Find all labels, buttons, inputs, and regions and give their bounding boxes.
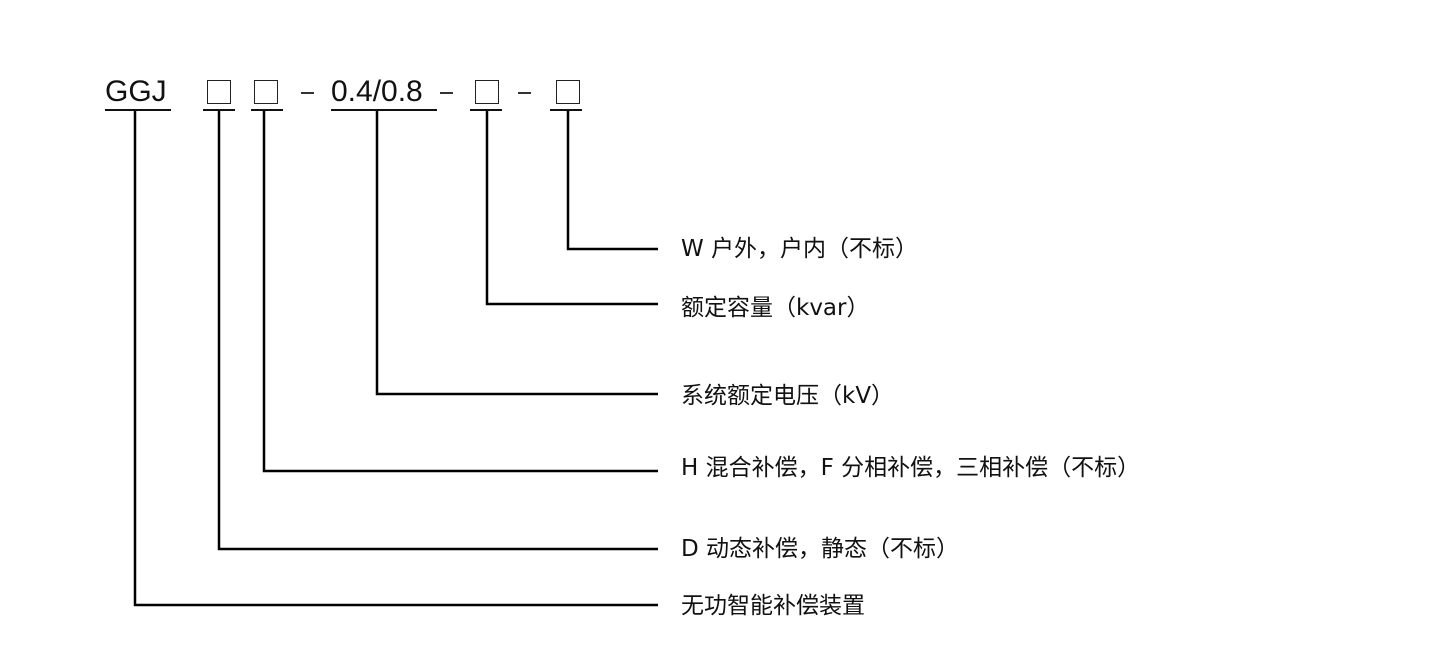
label-location: W 户外，户内（不标） [681, 236, 919, 262]
label-phase: H 混合补偿，F 分相补偿，三相补偿（不标） [681, 455, 1141, 481]
connector-capacity [485, 111, 658, 306]
model-voltage: 0.4/0.8 [331, 75, 423, 108]
mode-underline [203, 109, 235, 111]
location-placeholder-box [556, 80, 580, 104]
separator-dash [301, 92, 314, 94]
separator-dash [440, 92, 453, 94]
connector-prefix [133, 111, 658, 607]
label-prefix: 无功智能补偿装置 [681, 593, 865, 619]
separator-dash [518, 92, 531, 94]
label-voltage: 系统额定电压（kV） [681, 383, 895, 409]
mode-placeholder-box [207, 80, 231, 104]
connector-mode [217, 111, 658, 551]
location-underline [550, 109, 582, 111]
voltage-underline [331, 109, 437, 111]
label-mode: D 动态补偿，静态（不标） [681, 536, 960, 562]
connector-voltage [375, 111, 658, 396]
label-capacity: 额定容量（kvar） [681, 295, 870, 321]
capacity-placeholder-box [475, 80, 499, 104]
connector-phase [262, 111, 658, 473]
phase-placeholder-box [254, 80, 278, 104]
connector-location [566, 111, 658, 251]
model-prefix: GGJ [105, 75, 167, 108]
capacity-underline [470, 109, 502, 111]
phase-underline [251, 109, 283, 111]
prefix-underline [105, 109, 171, 111]
